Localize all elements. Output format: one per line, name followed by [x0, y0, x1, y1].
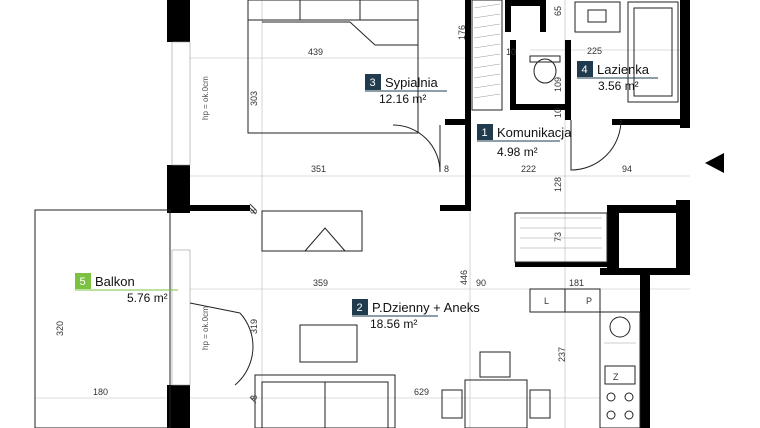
svg-text:12.16 m²: 12.16 m² [379, 92, 426, 106]
svg-text:4.98 m²: 4.98 m² [497, 145, 538, 159]
dining-table [441, 351, 551, 428]
dim-237: 237 [557, 347, 567, 362]
dim-10b: 10 [553, 108, 563, 118]
dimension-labels: 439 176 65 10 225 303 109 10 351 8 222 9… [55, 6, 632, 400]
dim-176: 176 [457, 25, 467, 40]
dim-225: 225 [587, 46, 602, 56]
dim-629: 629 [414, 387, 429, 397]
wardrobe [471, 0, 503, 111]
dim-319: 319 [249, 319, 259, 334]
balcony-outline [34, 41, 191, 428]
svg-text:1: 1 [482, 127, 488, 139]
svg-text:4: 4 [582, 64, 588, 76]
svg-text:Komunikacja: Komunikacja [497, 125, 572, 140]
dim-446: 446 [459, 270, 469, 285]
bathroom-fixtures [529, 1, 679, 103]
dim-128: 128 [553, 177, 563, 192]
dim-8a: 8 [444, 164, 449, 174]
svg-text:5.76 m²: 5.76 m² [127, 291, 168, 305]
dim-90: 90 [476, 278, 486, 288]
dimension-ticks [249, 203, 257, 404]
room-label-komunikacja: 1 Komunikacja 4.98 m² [477, 124, 572, 159]
dim-8b: 8 [249, 209, 259, 214]
room-label-sypialnia: 3 Sypialnia 12.16 m² [365, 74, 447, 106]
svg-text:5: 5 [80, 276, 86, 288]
walls [167, 0, 690, 428]
oven-label-z: Z [613, 372, 619, 382]
bed [247, 0, 419, 134]
dim-320: 320 [55, 321, 65, 336]
svg-text:18.56 m²: 18.56 m² [370, 317, 417, 331]
dim-222: 222 [521, 164, 536, 174]
svg-text:Lazienka: Lazienka [597, 62, 650, 77]
svg-text:P.Dzienny + Aneks: P.Dzienny + Aneks [372, 300, 480, 315]
dim-10a: 10 [506, 47, 516, 57]
dim-73: 73 [553, 232, 563, 242]
svg-text:Sypialnia: Sypialnia [385, 75, 439, 90]
dim-439: 439 [308, 47, 323, 57]
toilet [529, 55, 561, 84]
coffee-table [299, 324, 358, 363]
counter-label-p: P [586, 296, 592, 306]
dim-109: 109 [553, 77, 563, 92]
dim-351: 351 [311, 164, 326, 174]
dim-303: 303 [249, 91, 259, 106]
height-note-bottom: hp = ok.0cm [201, 306, 210, 350]
dim-94: 94 [622, 164, 632, 174]
room-label-lazienka: 4 Lazienka 3.56 m² [577, 61, 658, 93]
svg-text:Balkon: Balkon [95, 274, 135, 289]
dim-359: 359 [313, 278, 328, 288]
height-note-top: hp = ok.0cm [201, 76, 210, 120]
sofa [254, 374, 396, 428]
dim-180: 180 [93, 387, 108, 397]
entrance-arrow-icon [705, 153, 724, 173]
wardrobe-hangers [473, 3, 501, 99]
dim-8c: 8 [249, 395, 259, 400]
room-label-p-dzienny: 2 P.Dzienny + Aneks 18.56 m² [352, 299, 480, 331]
dim-181: 181 [569, 278, 584, 288]
doors [189, 119, 622, 386]
tv-stand [261, 210, 363, 252]
counter-label-l: L [544, 296, 549, 306]
svg-text:3: 3 [370, 77, 376, 89]
kitchen-units [514, 212, 641, 428]
room-label-balkon: 5 Balkon 5.76 m² [75, 273, 178, 305]
dim-65: 65 [553, 6, 563, 16]
svg-text:2: 2 [357, 302, 363, 314]
svg-text:3.56 m²: 3.56 m² [598, 79, 639, 93]
